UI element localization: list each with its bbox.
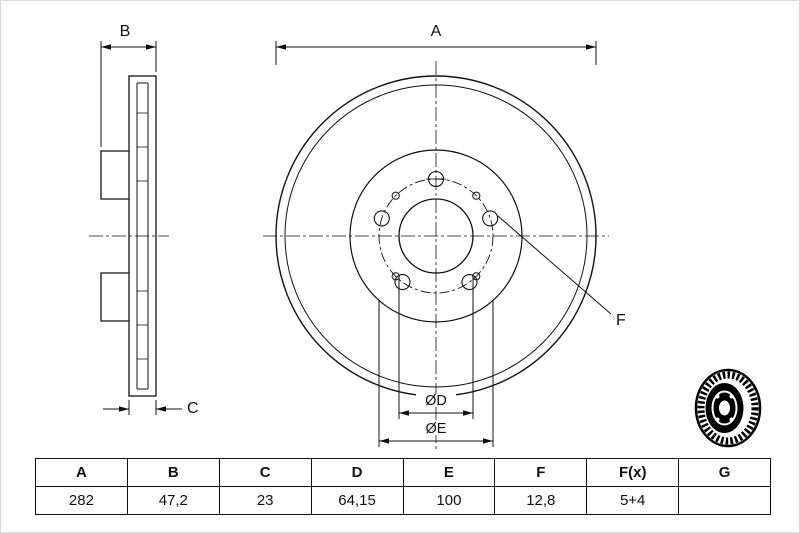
dim-b-label: B xyxy=(120,23,131,40)
table-header-g: G xyxy=(678,458,771,487)
table-header-fx: F(x) xyxy=(586,458,680,487)
dimension-d: ØD xyxy=(398,277,474,419)
dimension-table: A B C D E F F(x) G 282 47,2 23 64,15 100… xyxy=(35,458,771,515)
dim-c-label: C xyxy=(187,400,199,417)
section-view xyxy=(100,75,157,397)
table-value-f: 12,8 xyxy=(494,486,588,515)
leader-f: F xyxy=(497,215,626,329)
hat-circle xyxy=(349,149,523,323)
table-value-a: 282 xyxy=(35,486,128,515)
table-value-c: 23 xyxy=(218,486,312,515)
table-header-b: B xyxy=(126,458,220,487)
dim-a-label: A xyxy=(431,23,442,40)
drawing-svg: B A C xyxy=(89,23,762,449)
table-header-row: A B C D E F F(x) G xyxy=(35,458,771,487)
disc-thumbnail xyxy=(694,368,762,448)
table-header-e: E xyxy=(402,458,496,487)
outer-edge-circle xyxy=(284,84,588,388)
table-value-g xyxy=(678,486,771,515)
table-header-f: F xyxy=(494,458,588,487)
dimension-a: A xyxy=(275,23,597,65)
table-value-row: 282 47,2 23 64,15 100 12,8 5+4 xyxy=(35,486,771,515)
table-header-a: A xyxy=(35,458,128,487)
dimension-b: B xyxy=(100,23,157,147)
table-value-fx: 5+4 xyxy=(586,486,680,515)
small-holes xyxy=(391,191,481,281)
dim-e-label: ØE xyxy=(426,421,447,437)
vent-vanes xyxy=(137,112,148,360)
dimension-e: ØE xyxy=(378,301,494,447)
hub-bore xyxy=(719,400,730,416)
table-header-d: D xyxy=(310,458,404,487)
table-value-b: 47,2 xyxy=(126,486,220,515)
dim-d-label: ØD xyxy=(425,393,447,409)
dim-f-label: F xyxy=(616,312,626,329)
dimension-c: C xyxy=(103,400,199,417)
table-value-e: 100 xyxy=(402,486,496,515)
center-bore-circle xyxy=(398,198,474,274)
table-value-d: 64,15 xyxy=(310,486,404,515)
vented-rim xyxy=(697,371,759,445)
hat-profile xyxy=(100,150,129,322)
table-header-c: C xyxy=(218,458,312,487)
